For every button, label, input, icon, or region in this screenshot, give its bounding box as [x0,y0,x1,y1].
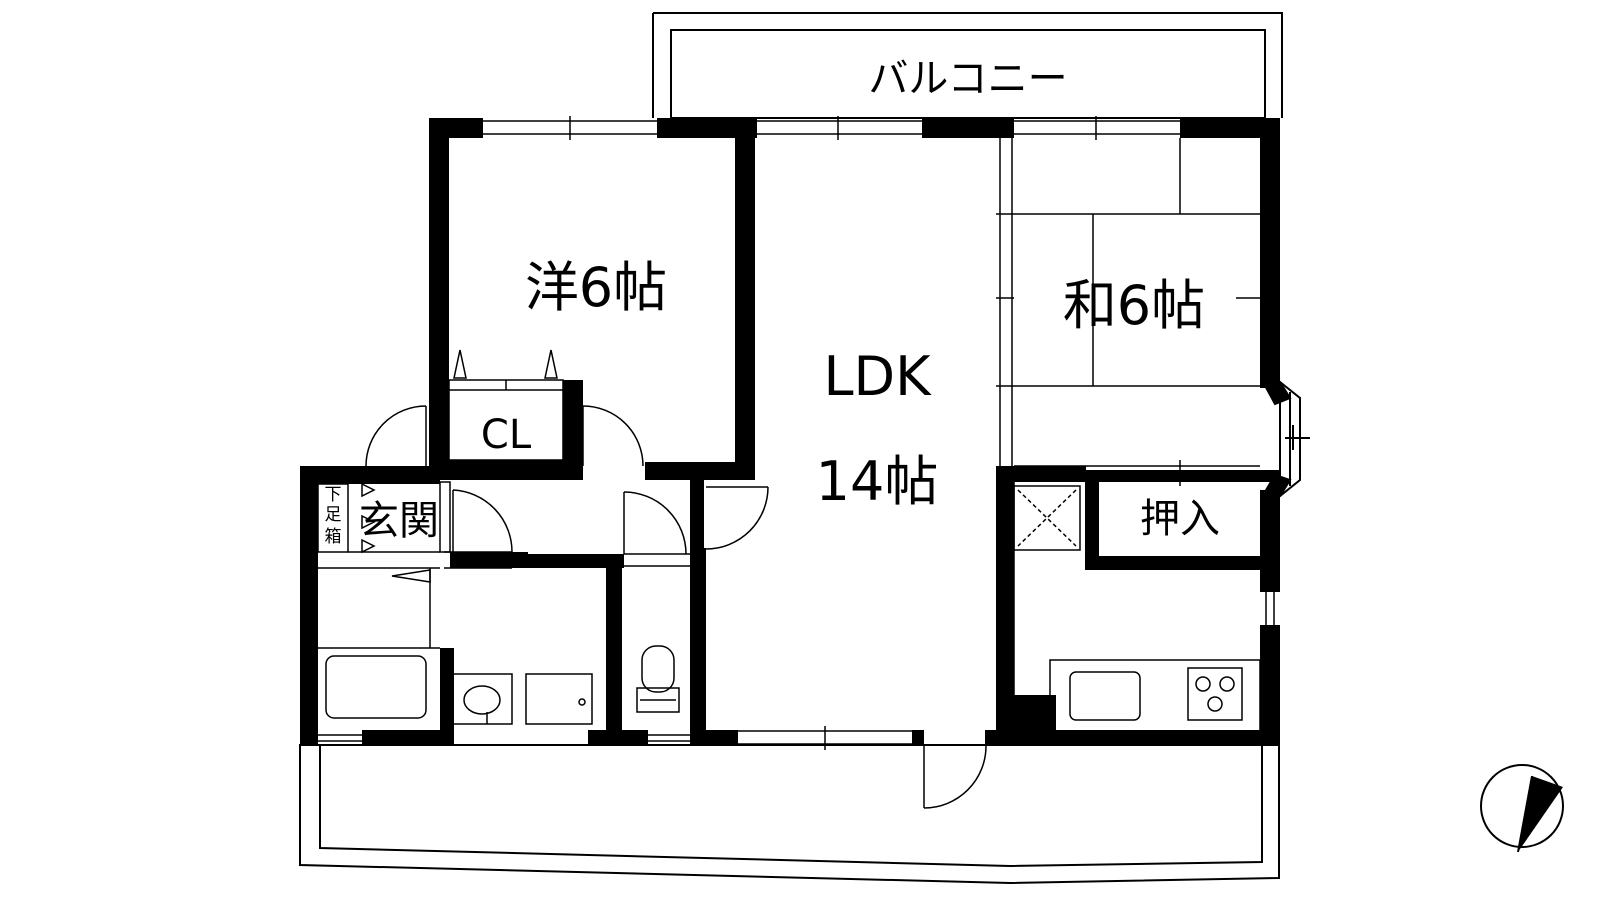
shoe-box-label-2: 足 [325,505,342,525]
bay-window [1260,378,1310,499]
kitchen [1013,482,1261,733]
oshiire-label: 押入 [1140,496,1220,542]
entrance-label: 玄関 [359,498,439,544]
walls [300,118,1280,746]
balcony-bottom [299,744,1280,885]
ldk-name-label: LDK [823,345,932,408]
western-room-label: 洋6帖 [525,256,667,319]
closet-label: CL [481,412,532,458]
shoe-box-label-3: 箱 [325,527,342,547]
ldk-size-label: 14帖 [816,450,939,513]
japanese-room-label: 和6帖 [1063,274,1205,337]
doors [365,405,987,809]
fixtures [318,567,680,725]
tatami-lines [996,130,1280,486]
closet [448,349,564,461]
balcony-label: バルコニー [868,56,1067,102]
windows [318,116,1275,750]
compass-icon [1480,764,1564,853]
shoe-box [317,482,440,554]
shoe-box-label-1: 下 [325,485,342,505]
